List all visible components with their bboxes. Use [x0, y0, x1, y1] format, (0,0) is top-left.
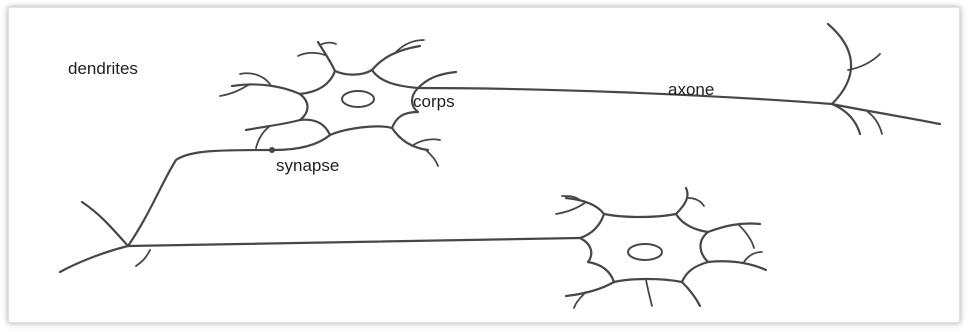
bottom-neuron-axon — [128, 238, 580, 246]
bottom-neuron-nucleus — [628, 244, 662, 260]
top-neuron-cell-body — [300, 70, 418, 135]
top-neuron-nucleus — [342, 91, 374, 107]
bottom-neuron-dendrite-to-synapse — [128, 150, 272, 246]
label-dendrites: dendrites — [68, 59, 138, 78]
bottom-neuron-left-branches — [60, 202, 150, 272]
label-synapse: synapse — [276, 156, 339, 175]
top-neuron-synaptic-process — [274, 135, 330, 150]
top-neuron-axon — [418, 88, 832, 104]
bottom-neuron — [60, 150, 766, 308]
label-corps: corps — [413, 92, 455, 111]
top-neuron — [220, 24, 940, 166]
label-axone: axone — [668, 80, 714, 99]
bottom-neuron-cell-body — [580, 214, 708, 282]
top-neuron-axon-terminals — [828, 24, 940, 134]
